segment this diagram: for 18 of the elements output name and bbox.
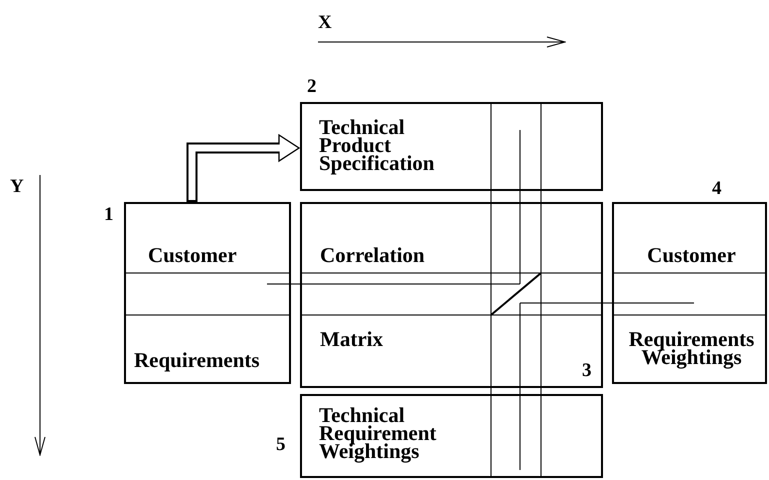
- section-label: Customer: [148, 246, 238, 264]
- section-label: Matrix: [320, 330, 384, 348]
- matrix-section-box: [300, 102, 603, 191]
- section-label: Customer: [646, 246, 737, 264]
- axis-label: X: [318, 12, 332, 34]
- section-number: 1: [104, 204, 114, 226]
- section-number: 2: [307, 76, 316, 98]
- matrix-section-box: [124, 202, 291, 384]
- section-number: 4: [712, 178, 722, 200]
- section-label: Correlation: [320, 246, 426, 264]
- matrix-section-box: [612, 202, 767, 384]
- section-label: Technical Product Specification: [319, 118, 436, 172]
- section-label: Requirements: [134, 351, 261, 369]
- matrix-section-box: [300, 202, 603, 388]
- axis-label: Y: [10, 176, 24, 198]
- section-label: 3: [582, 362, 592, 380]
- section-number: 5: [276, 434, 286, 456]
- matrix-section-box: [300, 394, 603, 478]
